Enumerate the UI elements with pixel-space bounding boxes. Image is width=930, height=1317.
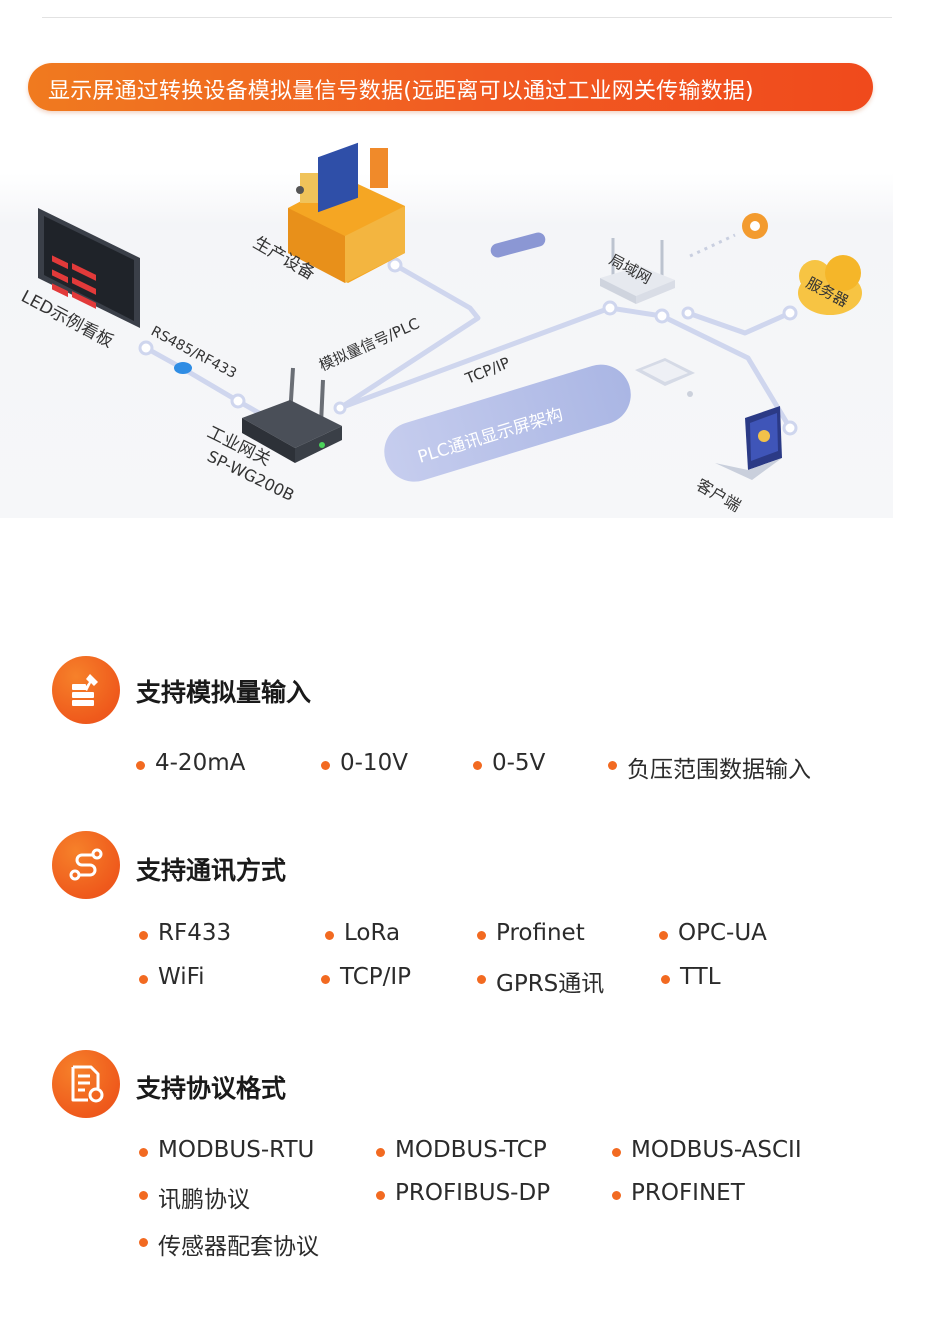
list-item: 负压范围数据输入 — [608, 750, 811, 784]
list-item: TCP/IP — [320, 964, 412, 990]
list-item: 4-20mA — [135, 750, 246, 776]
list-item: 讯鹏协议 — [139, 1180, 250, 1214]
section-title-analog: 支持模拟量输入 — [136, 678, 312, 707]
list-item: TTL — [661, 964, 721, 990]
connection-lines — [143, 262, 793, 431]
top-divider — [42, 17, 892, 18]
list-item: 0-10V — [321, 750, 408, 776]
industrial-gateway-icon — [242, 367, 342, 463]
list-item: 0-5V — [472, 750, 546, 776]
dotted-link — [689, 233, 736, 258]
keyboard-icon — [635, 358, 695, 397]
laptop-client-icon — [715, 406, 782, 480]
list-item: MODBUS-TCP — [376, 1137, 547, 1163]
section-title-communication: 支持通讯方式 — [136, 856, 287, 885]
list-item: Profinet — [477, 920, 585, 946]
list-item: 传感器配套协议 — [139, 1227, 319, 1261]
section-title-protocol: 支持协议格式 — [136, 1074, 287, 1103]
production-equipment-icon — [288, 142, 405, 283]
cloud-server-icon — [798, 255, 862, 315]
title-banner: 显示屏通过转换设备模拟量信号数据(远距离可以通过工业网关传输数据) — [28, 63, 873, 111]
list-item: PROFIBUS-DP — [375, 1180, 551, 1206]
architecture-diagram: 生产设备 LED示例看板 RS485/RF433 模拟量信号/PLC TCP/I… — [0, 142, 893, 518]
small-pill-icon — [490, 232, 546, 258]
list-item: PROFINET — [612, 1180, 745, 1206]
gear-icon — [742, 213, 768, 239]
list-item: WiFi — [139, 964, 205, 990]
list-item: LoRa — [324, 920, 401, 946]
list-item: GPRS通讯 — [476, 964, 604, 998]
document-gear-icon — [52, 1050, 120, 1118]
list-item: MODBUS-RTU — [138, 1137, 315, 1163]
banner-text: 显示屏通过转换设备模拟量信号数据(远距离可以通过工业网关传输数据) — [48, 79, 754, 104]
list-item: RF433 — [138, 920, 232, 946]
list-item: OPC-UA — [659, 920, 767, 946]
list-item: MODBUS-ASCII — [612, 1137, 802, 1163]
router-icon — [600, 238, 675, 304]
connection-nodes — [138, 257, 798, 436]
rf-receiver-icon — [174, 362, 192, 374]
route-icon — [52, 831, 120, 899]
stack-tool-icon — [52, 656, 120, 724]
led-board-icon — [38, 208, 140, 328]
